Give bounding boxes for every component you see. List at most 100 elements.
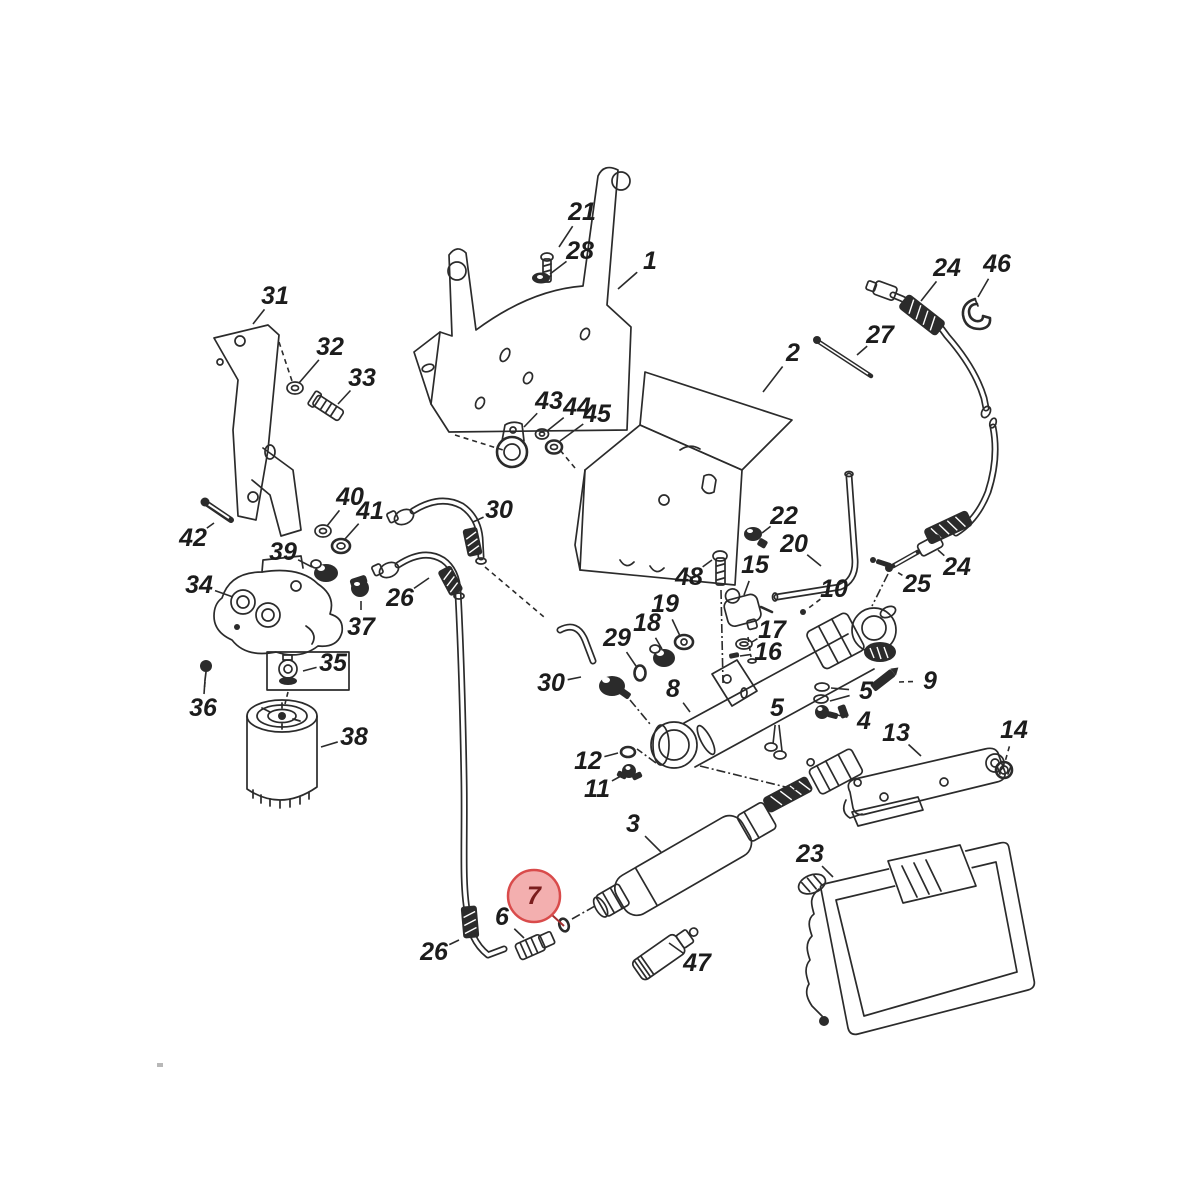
part-plug-36 (200, 660, 212, 695)
part-label-42: 42 (178, 522, 215, 552)
leader-line (654, 637, 663, 650)
leader-line (320, 741, 338, 748)
leader-line (743, 580, 750, 596)
part-number-12: 12 (574, 747, 602, 775)
part-number-29: 29 (602, 624, 631, 652)
part-nut-14 (994, 760, 1014, 780)
artifact-mark (157, 1063, 163, 1067)
part-label-43: 43 (523, 387, 563, 428)
part-label-10: 10 (805, 575, 848, 611)
part-label-9: 9 (898, 667, 937, 695)
part-filter-head-34 (213, 555, 344, 656)
part-number-27: 27 (865, 321, 895, 349)
leader-line (762, 365, 784, 393)
leader-line (937, 549, 945, 557)
part-number-48: 48 (674, 563, 703, 591)
part-number-26: 26 (385, 584, 415, 612)
part-number-35: 35 (319, 649, 348, 677)
leader-line (344, 523, 360, 540)
leader-line (611, 775, 622, 782)
part-label-5: 5 (829, 677, 874, 705)
part-label-5: 5 (770, 694, 785, 752)
part-oring-29 (633, 664, 647, 682)
leader-line (772, 724, 776, 745)
part-label-17: 17 (751, 616, 787, 644)
part-washer-19 (673, 633, 695, 651)
part-number-16: 16 (754, 638, 783, 666)
part-number-23: 23 (795, 840, 824, 868)
part-number-30: 30 (485, 496, 513, 524)
part-washer-32 (286, 381, 304, 395)
part-fitting-18 (649, 644, 675, 667)
part-clip-46 (961, 297, 992, 331)
part-number-30: 30 (537, 669, 565, 697)
part-fitting-37 (349, 575, 369, 597)
part-label-34: 34 (185, 571, 234, 599)
part-number-13: 13 (882, 719, 910, 747)
part-number-24: 24 (932, 254, 961, 282)
highlight-leader-line (551, 914, 565, 927)
part-label-36: 36 (189, 679, 218, 722)
part-number-47: 47 (682, 949, 712, 977)
leader-line (546, 416, 565, 432)
leader-line (214, 589, 234, 598)
part-number-31: 31 (261, 282, 289, 310)
part-number-9: 9 (923, 667, 937, 695)
part-number-5: 5 (770, 694, 785, 722)
part-clamp-43 (495, 421, 529, 469)
part-nut-45 (544, 439, 564, 455)
label-box-35 (266, 651, 350, 691)
part-label-3: 3 (626, 810, 662, 853)
part-number-15: 15 (741, 551, 770, 579)
part-label-30: 30 (537, 669, 582, 697)
part-number-32: 32 (316, 333, 344, 361)
part-number-14: 14 (1000, 716, 1028, 744)
part-oring-7 (557, 905, 596, 933)
part-label-18: 18 (633, 609, 663, 650)
leader-line (671, 619, 681, 637)
highlighted-part-number: 7 (527, 882, 542, 910)
part-label-45: 45 (559, 400, 612, 442)
part-label-1: 1 (617, 247, 657, 290)
leader-line (856, 345, 868, 356)
part-cover-2 (559, 371, 793, 586)
part-number-28: 28 (565, 237, 594, 265)
part-fuel-hose-24-upper (865, 280, 992, 419)
part-number-4: 4 (856, 707, 871, 735)
leader-line (604, 752, 619, 758)
part-number-39: 39 (269, 538, 297, 566)
part-label-46: 46 (977, 250, 1012, 298)
leader-line (559, 423, 584, 442)
part-washer-40 (314, 524, 332, 538)
part-fuel-rail-8 (636, 605, 897, 769)
part-pin-42 (200, 497, 234, 523)
part-number-38: 38 (340, 723, 368, 751)
part-label-38: 38 (320, 723, 368, 751)
leader-line (472, 516, 484, 523)
leader-line (617, 271, 638, 290)
part-pin-16 (729, 652, 740, 659)
part-nut-41 (330, 537, 352, 555)
part-number-37: 37 (347, 613, 376, 641)
part-label-13: 13 (882, 719, 922, 757)
part-oring-17 (735, 638, 753, 650)
part-label-15: 15 (741, 551, 770, 596)
leader-line (805, 598, 821, 611)
part-label-4: 4 (832, 707, 871, 735)
part-mounting-bracket-1 (413, 166, 632, 451)
part-number-1: 1 (643, 247, 657, 275)
part-bolt-33 (307, 390, 345, 422)
part-pin-27 (813, 336, 874, 379)
part-number-26: 26 (419, 938, 449, 966)
part-number-2: 2 (785, 339, 800, 367)
leader-line (920, 280, 938, 302)
leader-line (644, 835, 662, 853)
leader-line (252, 308, 266, 325)
part-label-21: 21 (558, 198, 596, 248)
leader-line (413, 577, 430, 590)
highlight-circle-part-7 (506, 868, 562, 924)
highlight-layer: 7 (506, 868, 565, 927)
